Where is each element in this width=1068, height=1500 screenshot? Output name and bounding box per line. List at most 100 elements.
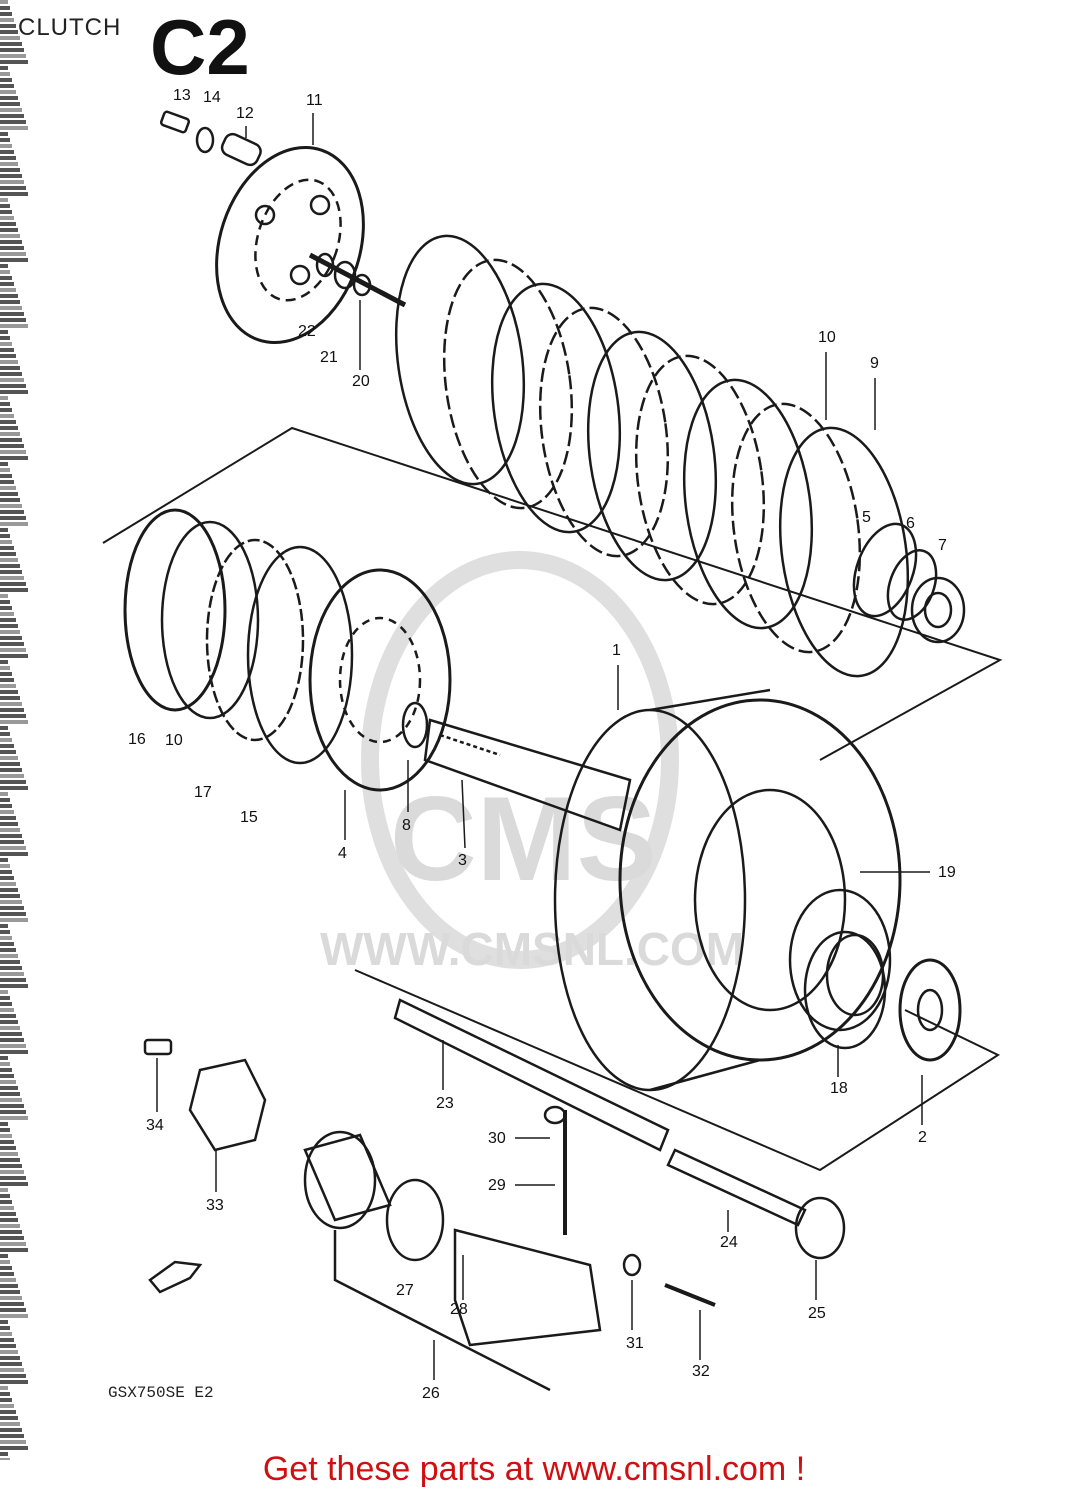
scan-speckle — [0, 198, 8, 202]
scan-speckle — [0, 66, 8, 70]
scan-speckle — [0, 666, 10, 670]
part-number-29: 29 — [488, 1177, 506, 1194]
part-number-2: 2 — [918, 1129, 927, 1146]
clutch-plate — [778, 426, 910, 678]
scan-speckle — [0, 1146, 16, 1150]
scan-speckle — [0, 828, 20, 832]
scan-speckle — [0, 96, 18, 100]
part-number-34: 34 — [146, 1117, 164, 1134]
scan-speckle — [0, 1158, 20, 1162]
clutch-plate — [394, 234, 526, 486]
scan-speckle — [0, 222, 16, 226]
scan-speckle — [0, 102, 20, 106]
scan-speckle — [0, 1332, 12, 1336]
scan-speckle — [0, 0, 8, 4]
scan-speckle — [0, 1044, 26, 1048]
scan-speckle — [0, 354, 16, 358]
scan-speckle — [0, 1248, 28, 1252]
scan-speckle — [0, 900, 22, 904]
scan-speckle — [0, 144, 12, 148]
scan-speckle — [0, 678, 14, 682]
watermark: CMS WWW.CMSNL.COM — [320, 551, 744, 975]
part-number-9: 9 — [870, 355, 879, 372]
scan-speckle — [0, 1170, 24, 1174]
scan-speckle — [0, 1086, 18, 1090]
scan-speckle — [0, 1038, 24, 1042]
scan-speckle — [0, 1254, 8, 1258]
scan-speckle — [0, 318, 26, 322]
scan-speckle — [0, 30, 18, 34]
scan-speckle — [0, 1020, 18, 1024]
scan-speckle — [0, 1056, 8, 1060]
clutch-plate — [442, 258, 574, 510]
scan-speckle — [0, 852, 28, 856]
bolt — [143, 1038, 173, 1056]
scan-speckle — [0, 1344, 16, 1348]
scan-speckle — [0, 936, 12, 940]
scan-speckle — [0, 612, 14, 616]
scan-speckle — [0, 132, 8, 136]
scan-speckle — [0, 1122, 8, 1126]
scan-speckle — [0, 864, 10, 868]
scan-speckle — [0, 366, 20, 370]
scan-speckle — [0, 510, 24, 514]
part-number-23: 23 — [436, 1095, 454, 1112]
clutch-plate — [682, 378, 814, 630]
pressure-plate — [215, 145, 365, 345]
scan-speckle — [0, 204, 10, 208]
scan-speckle — [0, 84, 14, 88]
scan-speckle — [0, 1236, 24, 1240]
scan-speckle — [0, 1308, 26, 1312]
part-number-28: 28 — [450, 1301, 468, 1318]
scan-speckle — [0, 618, 16, 622]
clutch-release-cylinder — [303, 1105, 716, 1392]
scan-speckle — [0, 1110, 26, 1114]
scan-speckle — [0, 996, 10, 1000]
scan-speckle — [0, 168, 20, 172]
scan-speckle — [0, 702, 22, 706]
scan-speckle — [0, 396, 8, 400]
scan-speckle — [0, 1416, 18, 1420]
part-number-8: 8 — [402, 817, 411, 834]
scan-speckle — [0, 1014, 16, 1018]
part-number-19: 19 — [938, 864, 956, 881]
scan-speckle — [0, 768, 22, 772]
leader-lines — [156, 113, 930, 1380]
scan-speckle — [0, 744, 14, 748]
scan-speckle — [0, 942, 14, 946]
scan-speckle — [0, 918, 28, 922]
scan-speckle — [0, 780, 26, 784]
scan-speckle — [0, 282, 14, 286]
scan-speckle — [0, 288, 16, 292]
scan-speckle — [0, 426, 18, 430]
clutch-plate — [538, 306, 670, 558]
part-number-15: 15 — [240, 809, 258, 826]
scan-speckle — [0, 630, 20, 634]
scan-speckle — [0, 912, 26, 916]
scan-speckle — [0, 126, 28, 130]
scan-speckle — [0, 192, 28, 196]
scan-speckle — [0, 234, 20, 238]
scan-speckle — [0, 414, 14, 418]
scan-speckle — [0, 876, 14, 880]
scan-speckle — [0, 1188, 8, 1192]
scan-speckle — [0, 174, 22, 178]
scan-speckle — [0, 384, 26, 388]
scan-speckle — [0, 108, 22, 112]
scan-speckle — [0, 846, 26, 850]
scan-speckle — [0, 1224, 20, 1228]
scan-speckle — [0, 402, 10, 406]
scan-speckle — [0, 1008, 14, 1012]
part-number-17: 17 — [194, 784, 212, 801]
scan-speckle — [0, 468, 10, 472]
scan-speckle — [0, 1104, 24, 1108]
scan-speckle — [0, 348, 14, 352]
release-rod — [308, 252, 407, 308]
part-number-7: 7 — [938, 537, 947, 554]
footer-link-text[interactable]: Get these parts at www.cmsnl.com ! — [262, 1450, 806, 1488]
scan-speckle — [0, 1182, 28, 1186]
scan-speckle — [0, 6, 10, 10]
scan-speckle — [0, 516, 26, 520]
part-number-26: 26 — [422, 1385, 440, 1402]
